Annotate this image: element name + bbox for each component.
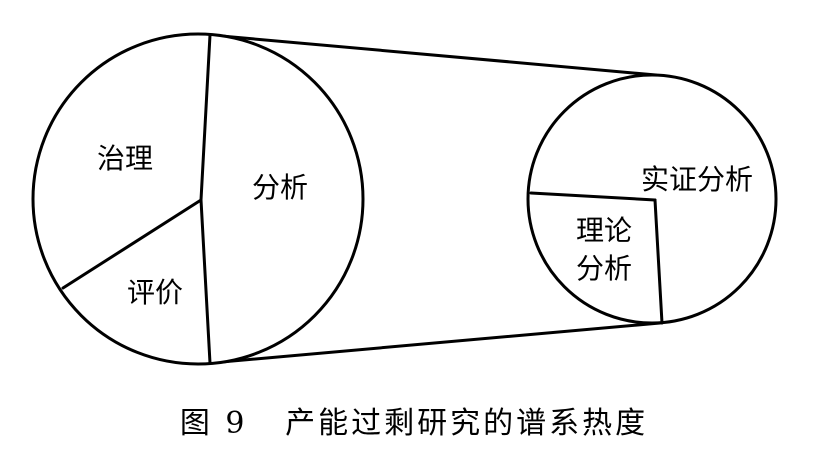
figure-caption: 图 9 产能过剩研究的谱系热度	[0, 398, 828, 442]
small-pie-label-theoretical-line1: 理论	[576, 214, 632, 247]
connector-line-top	[208, 33, 658, 77]
small-pie-divider-left	[529, 191, 657, 202]
large-pie-outline	[31, 32, 365, 366]
small-pie-divider-right	[653, 198, 664, 325]
small-pie-label-empirical-analysis: 实证分析	[641, 163, 753, 196]
large-pie-divider-bottom	[199, 198, 212, 365]
large-pie-label-analysis: 分析	[252, 171, 308, 204]
large-pie-divider-top	[199, 33, 212, 202]
figure-number: 图 9	[179, 406, 248, 441]
large-pie-label-evaluation: 评价	[127, 276, 183, 309]
large-pie-divider-left	[61, 198, 203, 290]
figure-title: 产能过剩研究的谱系热度	[285, 406, 649, 441]
pie-zoom-diagram: 治理 评价 分析 实证分析 理论 分析	[31, 32, 778, 366]
large-pie-label-governance: 治理	[97, 142, 153, 175]
small-pie-label-theoretical-line2: 分析	[576, 252, 632, 285]
connector-line-bottom	[208, 321, 662, 365]
